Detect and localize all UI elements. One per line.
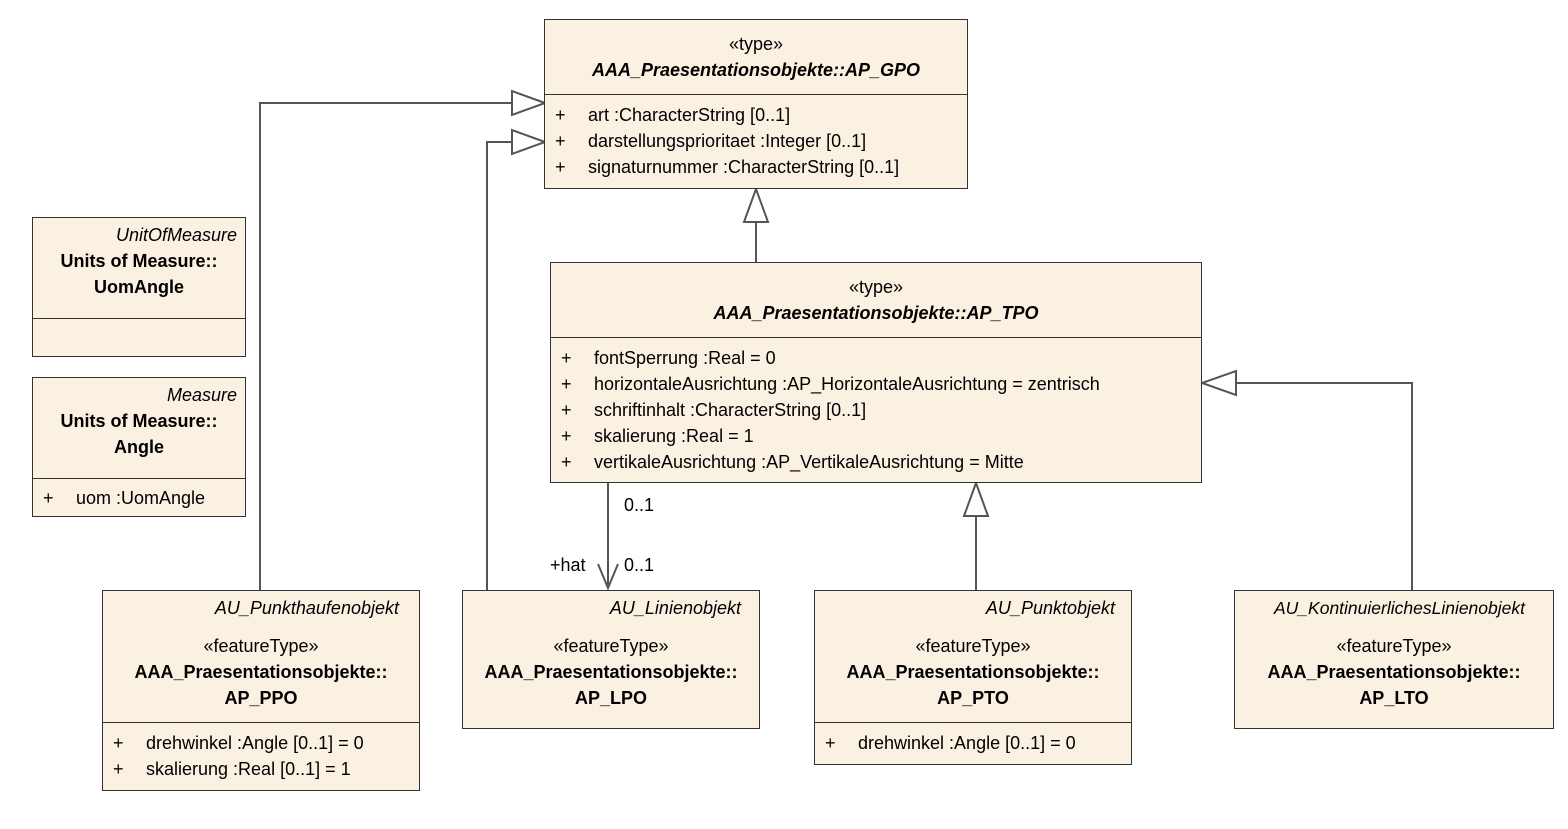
generalization-lpo-gpo xyxy=(486,141,512,590)
class-angle[interactable]: Measure Units of Measure:: Angle +uom :U… xyxy=(32,377,246,517)
attribute[interactable]: +signaturnummer :CharacterString [0..1] xyxy=(555,157,900,177)
class-ap-ppo[interactable]: AU_Punkthaufenobjekt «featureType» AAA_P… xyxy=(102,590,420,791)
stereotype: «featureType» xyxy=(553,636,669,656)
class-header: UnitOfMeasure Units of Measure:: UomAngl… xyxy=(33,218,245,319)
stereotype: «featureType» xyxy=(203,636,319,656)
attribute[interactable]: +schriftinhalt :CharacterString [0..1] xyxy=(561,400,867,420)
inheritance-arrowhead-lto xyxy=(1198,369,1237,397)
class-name-line1: Units of Measure:: xyxy=(60,411,218,431)
association-multiplicity-source: 0..1 xyxy=(624,495,655,515)
class-header: AU_KontinuierlichesLinienobjekt «feature… xyxy=(1235,591,1553,711)
attribute[interactable]: +horizontaleAusrichtung :AP_HorizontaleA… xyxy=(561,374,1100,394)
class-ap-gpo[interactable]: «type» AAA_Praesentationsobjekte::AP_GPO… xyxy=(544,19,968,189)
class-name-line1: AAA_Praesentationsobjekte:: xyxy=(134,662,388,682)
class-tag: AU_Punktobjekt xyxy=(985,598,1115,618)
stereotype: «featureType» xyxy=(1336,636,1452,656)
class-name-line1: AAA_Praesentationsobjekte:: xyxy=(846,662,1100,682)
class-uom-angle[interactable]: UnitOfMeasure Units of Measure:: UomAngl… xyxy=(32,217,246,357)
class-header: AU_Punkthaufenobjekt «featureType» AAA_P… xyxy=(103,591,419,723)
attribute-list: +art :CharacterString [0..1] +darstellun… xyxy=(545,95,967,180)
attribute[interactable]: +drehwinkel :Angle [0..1] = 0 xyxy=(113,733,364,753)
attribute[interactable]: +darstellungsprioritaet :Integer [0..1] xyxy=(555,131,867,151)
class-header: Measure Units of Measure:: Angle xyxy=(33,378,245,479)
inheritance-arrowhead-tpo xyxy=(742,186,770,223)
class-ap-lto[interactable]: AU_KontinuierlichesLinienobjekt «feature… xyxy=(1234,590,1554,729)
attribute-list: +uom :UomAngle xyxy=(33,479,245,511)
attribute-list: +drehwinkel :Angle [0..1] = 0 +skalierun… xyxy=(103,723,419,782)
association-multiplicity-target: 0..1 xyxy=(624,555,655,575)
attribute[interactable]: +uom :UomAngle xyxy=(43,488,206,508)
stereotype: «type» xyxy=(728,34,784,54)
attribute[interactable]: +fontSperrung :Real = 0 xyxy=(561,348,776,368)
association-arrowhead xyxy=(597,563,619,591)
class-name-line2: AP_PPO xyxy=(224,688,298,708)
class-ap-pto[interactable]: AU_Punktobjekt «featureType» AAA_Praesen… xyxy=(814,590,1132,765)
generalization-ppo-gpo xyxy=(259,102,512,590)
class-header: «type» AAA_Praesentationsobjekte::AP_GPO xyxy=(545,20,967,95)
attribute-list: +fontSperrung :Real = 0 +horizontaleAusr… xyxy=(551,338,1201,475)
generalization-lto-tpo xyxy=(1236,382,1413,590)
class-name-line2: Angle xyxy=(113,437,164,457)
class-name-line2: UomAngle xyxy=(94,277,184,297)
class-header: AU_Punktobjekt «featureType» AAA_Praesen… xyxy=(815,591,1131,723)
class-name-line2: AP_LTO xyxy=(1359,688,1429,708)
inheritance-arrowhead-ppo xyxy=(511,89,548,117)
class-name: AAA_Praesentationsobjekte::AP_TPO xyxy=(713,303,1039,323)
class-tag: AU_Linienobjekt xyxy=(609,598,741,618)
attribute[interactable]: +skalierung :Real = 1 xyxy=(561,426,754,446)
inheritance-arrowhead-lpo xyxy=(511,128,548,156)
class-tag: Measure xyxy=(166,385,237,405)
attribute[interactable]: +vertikaleAusrichtung :AP_VertikaleAusri… xyxy=(561,452,1024,472)
attribute[interactable]: +art :CharacterString [0..1] xyxy=(555,105,791,125)
class-header: AU_Linienobjekt «featureType» AAA_Praese… xyxy=(463,591,759,711)
class-tag: AU_Punkthaufenobjekt xyxy=(214,598,399,618)
stereotype: «featureType» xyxy=(915,636,1031,656)
attribute[interactable]: +drehwinkel :Angle [0..1] = 0 xyxy=(825,733,1076,753)
class-name-line1: AAA_Praesentationsobjekte:: xyxy=(484,662,738,682)
attribute[interactable]: +skalierung :Real [0..1] = 1 xyxy=(113,759,351,779)
class-name-line2: AP_LPO xyxy=(574,688,648,708)
association-role-name: +hat xyxy=(550,555,586,575)
class-tag: AU_KontinuierlichesLinienobjekt xyxy=(1274,598,1525,618)
class-name-line2: AP_PTO xyxy=(937,688,1009,708)
class-name-line1: Units of Measure:: xyxy=(60,251,218,271)
class-name: AAA_Praesentationsobjekte::AP_GPO xyxy=(591,60,921,80)
class-header: «type» AAA_Praesentationsobjekte::AP_TPO xyxy=(551,263,1201,338)
class-ap-lpo[interactable]: AU_Linienobjekt «featureType» AAA_Praese… xyxy=(462,590,760,729)
class-tag: UnitOfMeasure xyxy=(115,225,237,245)
inheritance-arrowhead-pto xyxy=(962,480,990,517)
class-name-line1: AAA_Praesentationsobjekte:: xyxy=(1267,662,1521,682)
class-ap-tpo[interactable]: «type» AAA_Praesentationsobjekte::AP_TPO… xyxy=(550,262,1202,483)
attribute-list: +drehwinkel :Angle [0..1] = 0 xyxy=(815,723,1131,756)
stereotype: «type» xyxy=(848,277,904,297)
